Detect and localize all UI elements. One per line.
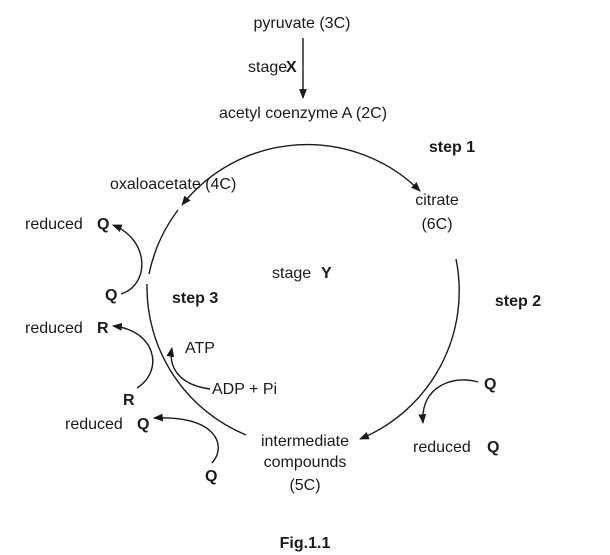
upper-q-label: Q xyxy=(105,287,117,304)
figure-caption: Fig.1.1 xyxy=(280,535,331,552)
acetyl-coa-label: acetyl coenzyme A (2C) xyxy=(219,105,387,122)
step-2-reduced-q-letter: Q xyxy=(487,439,499,456)
intermediate-label-line1: intermediate xyxy=(261,433,349,450)
middle-reduced-r-letter: R xyxy=(97,320,109,337)
intermediate-label-line3: (5C) xyxy=(289,477,320,494)
lower-q-label: Q xyxy=(205,468,217,485)
atp-arrow xyxy=(166,347,211,390)
stage-y-letter: Y xyxy=(321,265,332,282)
upper-reduced-q-arrow xyxy=(112,224,143,295)
reduced-r-arrow xyxy=(112,322,154,389)
adp-label: ADP + Pi xyxy=(212,381,277,398)
upper-reduced-word: reduced xyxy=(25,216,83,233)
citrate-label: citrate xyxy=(415,192,459,209)
lower-reduced-q-arrow xyxy=(153,413,219,464)
stage-y-word: stage xyxy=(272,265,311,282)
pyruvate-label: pyruvate (3C) xyxy=(254,15,351,32)
r-label: R xyxy=(123,392,135,409)
step-2-arc xyxy=(359,258,460,440)
oxaloacetate-label: oxaloacetate (4C) xyxy=(110,176,236,193)
intermediate-label-line2: compounds xyxy=(264,454,347,471)
step-1-label: step 1 xyxy=(429,139,475,156)
step-1-arc xyxy=(181,143,421,206)
step-2-q-label: Q xyxy=(484,376,496,393)
stage-x-word: stage xyxy=(248,59,287,76)
upper-reduced-q-letter: Q xyxy=(97,216,109,233)
step-3-upper-arc xyxy=(148,209,179,275)
middle-reduced-word: reduced xyxy=(25,320,83,337)
atp-label: ATP xyxy=(185,340,215,357)
lower-reduced-word: reduced xyxy=(65,416,123,433)
step-2-label: step 2 xyxy=(495,293,541,310)
citrate-carbons: (6C) xyxy=(421,216,452,233)
lower-reduced-q-letter: Q xyxy=(137,416,149,433)
step-2-reduced-word: reduced xyxy=(413,439,471,456)
stage-x-letter: X xyxy=(286,59,297,76)
step-3-lower-arc xyxy=(146,283,247,436)
step-3-label: step 3 xyxy=(172,290,218,307)
step-2-reduced-q-arrow xyxy=(418,379,479,424)
